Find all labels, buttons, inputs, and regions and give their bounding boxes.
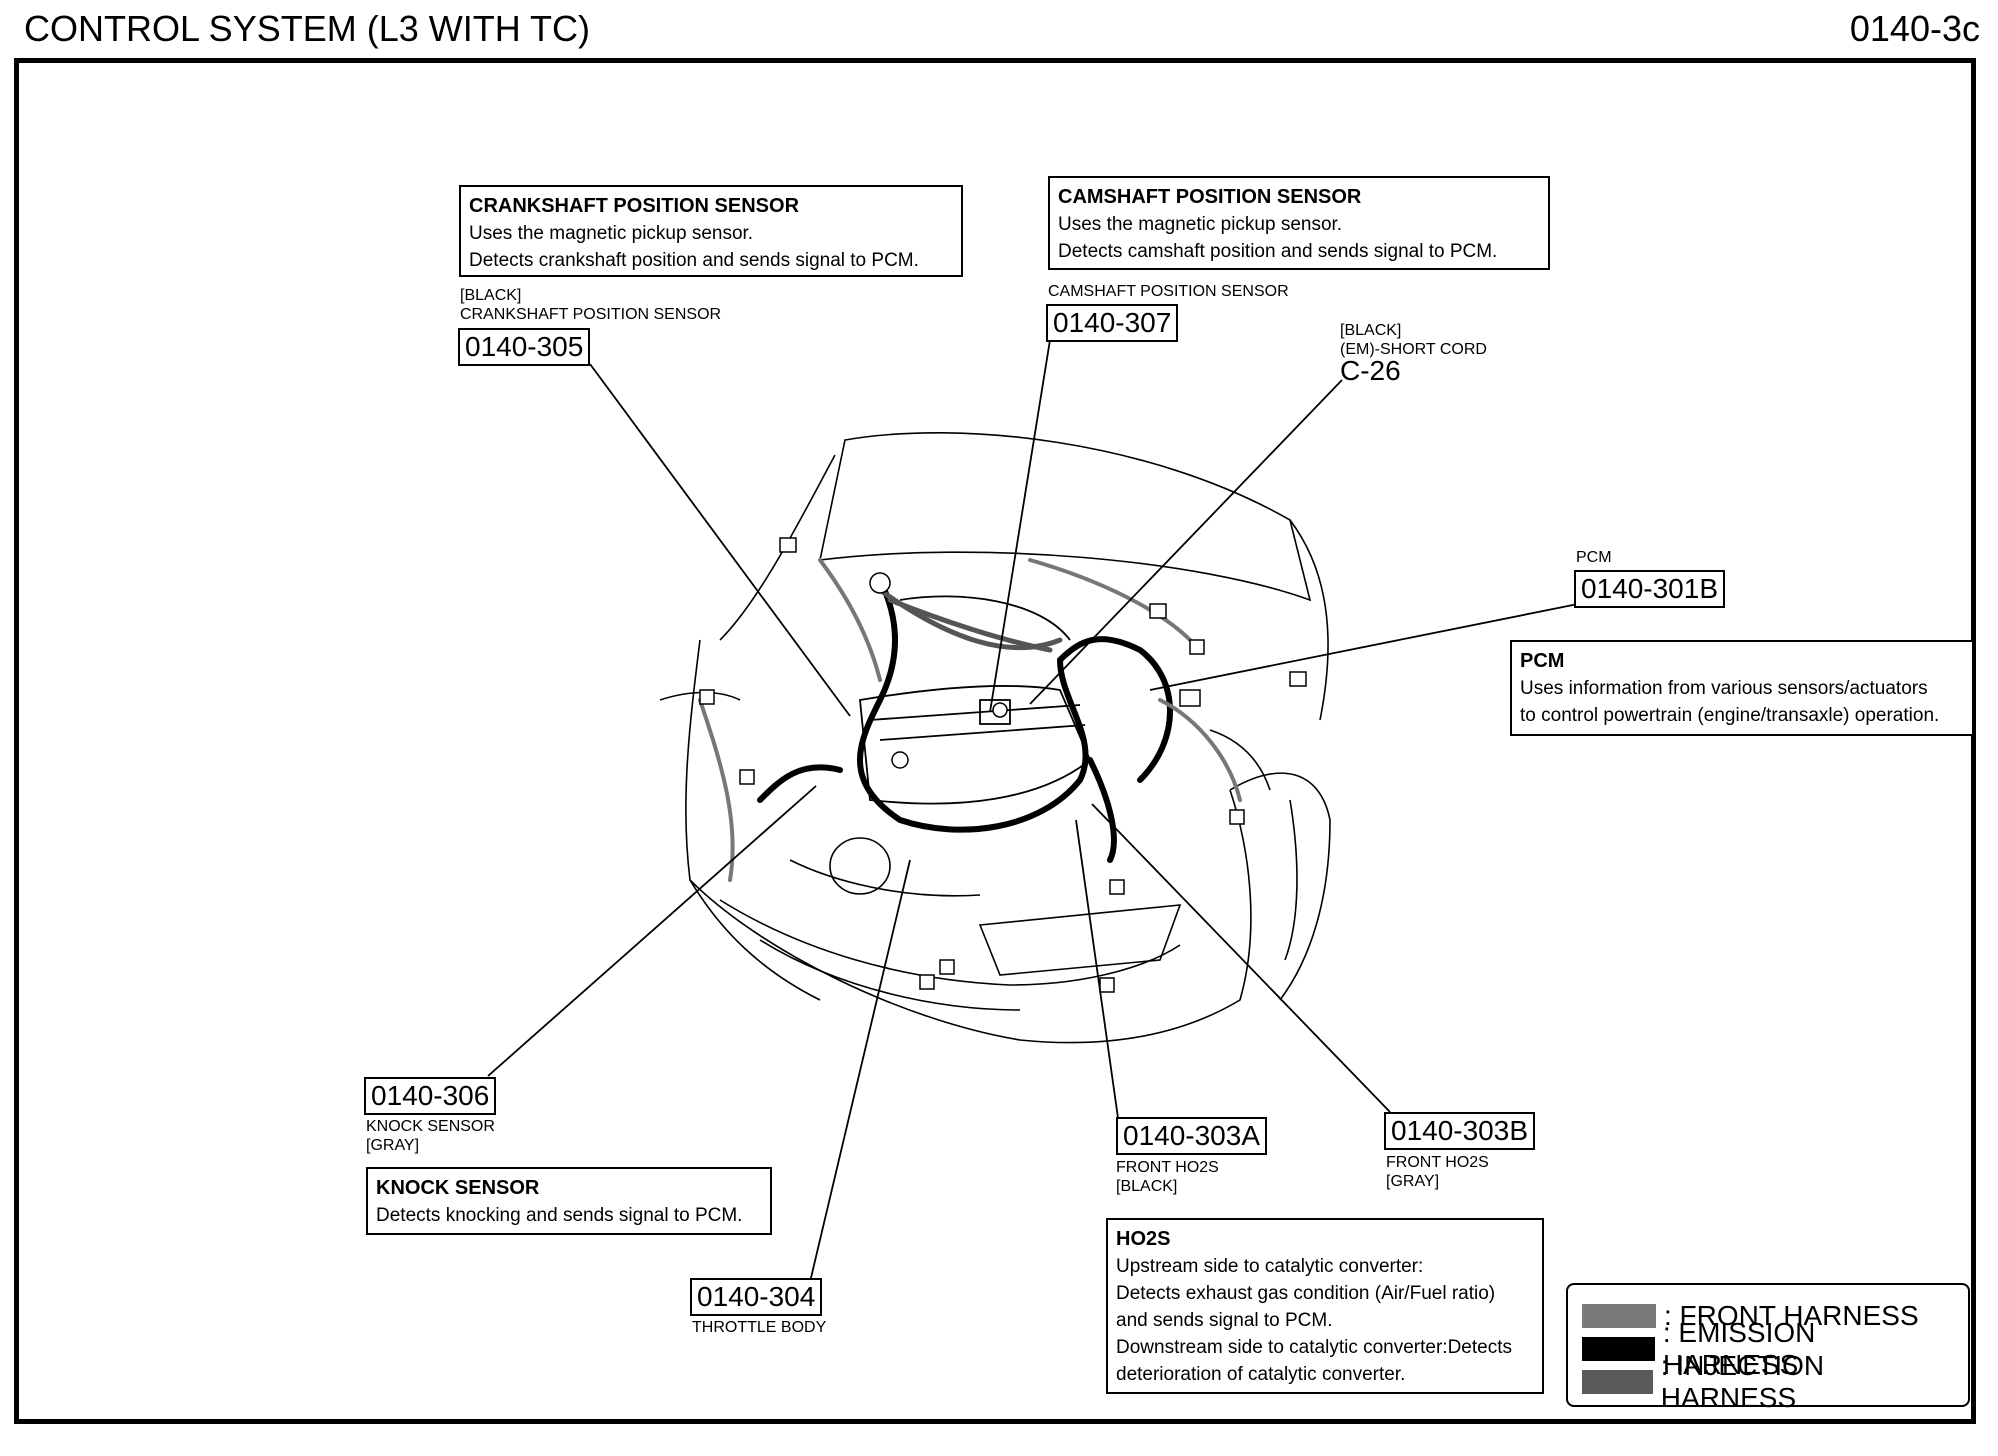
- legend-swatch-emission: [1582, 1336, 1655, 1361]
- crankshaft-description-line: Uses the magnetic pickup sensor.: [469, 223, 754, 244]
- cam-sensor-ref[interactable]: 0140-307: [1046, 304, 1179, 342]
- legend-item: : EMISSION HARNESS: [1582, 1317, 1954, 1380]
- ho2s-description-box: HO2S Upstream side to catalytic converte…: [1106, 1218, 1544, 1394]
- legend-label: : EMISSION HARNESS: [1662, 1316, 1816, 1380]
- knock-description-box: KNOCK SENSOR Detects knocking and sends …: [366, 1167, 772, 1235]
- ho2s-description-title: HO2S: [1116, 1228, 1171, 1250]
- camshaft-description-line: Uses the magnetic pickup sensor.: [1058, 214, 1343, 235]
- leader-short-cord: [1029, 379, 1343, 705]
- ho2s-description-line: Detects exhaust gas condition (Air/Fuel …: [1116, 1283, 1496, 1304]
- engine-block: [859, 684, 1092, 805]
- short-cord-name: (EM)-SHORT CORD: [1340, 341, 1487, 358]
- ho2s-description-line: Upstream side to catalytic converter:: [1116, 1256, 1424, 1277]
- legend-swatch-injection: [1582, 1369, 1653, 1394]
- ho2s-b-ref[interactable]: 0140-303B: [1384, 1112, 1536, 1150]
- leader-camshaft: [989, 339, 1051, 713]
- knock-description-title: KNOCK SENSOR: [376, 1177, 540, 1199]
- crank-sensor-name: CRANKSHAFT POSITION SENSOR: [460, 306, 722, 323]
- pcm-ref[interactable]: 0140-301B: [1574, 570, 1726, 608]
- crank-sensor-ref[interactable]: 0140-305: [458, 328, 591, 366]
- legend-item: : INJECTION HARNESS: [1582, 1350, 1954, 1413]
- ho2s-a-name: FRONT HO2S: [1116, 1159, 1219, 1176]
- crank-sensor-color: [BLACK]: [460, 287, 522, 304]
- leader-pcm: [1149, 603, 1579, 691]
- pcm-description-box: PCM Uses information from various sensor…: [1510, 640, 1974, 736]
- knock-sensor-name: KNOCK SENSOR: [366, 1118, 495, 1135]
- car-body-outline: [685, 639, 1252, 1044]
- camshaft-description-box: CAMSHAFT POSITION SENSOR Uses the magnet…: [1048, 176, 1550, 270]
- pcm-description-title: PCM: [1520, 650, 1565, 672]
- ho2s-b-color: [GRAY]: [1386, 1173, 1440, 1190]
- emission-harness: [857, 577, 1089, 833]
- leader-crankshaft: [589, 363, 851, 717]
- front-harness: [698, 698, 735, 882]
- short-cord-id: C-26: [1340, 355, 1401, 386]
- camshaft-description-title: CAMSHAFT POSITION SENSOR: [1058, 186, 1362, 208]
- legend-label: : FRONT HARNESS: [1664, 1299, 1919, 1331]
- pcm-description-line: to control powertrain (engine/transaxle)…: [1520, 705, 1940, 726]
- ho2s-description-line: and sends signal to PCM.: [1116, 1310, 1333, 1331]
- ho2s-a-ref[interactable]: 0140-303A: [1116, 1117, 1268, 1155]
- leader-throttle: [809, 859, 911, 1283]
- legend-item: : FRONT HARNESS: [1582, 1299, 1954, 1332]
- hood-outline: [818, 431, 1312, 602]
- cam-sensor-name: CAMSHAFT POSITION SENSOR: [1048, 283, 1289, 300]
- diagram-frame: [14, 58, 1976, 1424]
- legend-swatch-front: [1582, 1303, 1656, 1328]
- crankshaft-description-box: CRANKSHAFT POSITION SENSOR Uses the magn…: [459, 185, 963, 277]
- ho2s-description-line: deterioration of catalytic converter.: [1116, 1364, 1406, 1385]
- leader-knock: [487, 785, 817, 1077]
- ho2s-a-color: [BLACK]: [1116, 1178, 1178, 1195]
- knock-sensor-ref[interactable]: 0140-306: [364, 1077, 497, 1115]
- pcm-name: PCM: [1576, 549, 1612, 566]
- camshaft-description-line: Detects camshaft position and sends sign…: [1058, 241, 1498, 262]
- crankshaft-description-line: Detects crankshaft position and sends si…: [469, 250, 919, 271]
- ho2s-description-line: Downstream side to catalytic converter:D…: [1116, 1337, 1512, 1358]
- short-cord-color: [BLACK]: [1340, 322, 1402, 339]
- page-title: CONTROL SYSTEM (L3 WITH TC): [24, 8, 591, 49]
- knock-sensor-color: [GRAY]: [366, 1137, 420, 1154]
- page-code: 0140-3c: [1849, 8, 1980, 49]
- throttle-body-ref[interactable]: 0140-304: [690, 1278, 823, 1316]
- legend-label: : INJECTION HARNESS: [1660, 1349, 1825, 1413]
- leader-ho2s-b: [1091, 803, 1391, 1113]
- crankshaft-description-title: CRANKSHAFT POSITION SENSOR: [469, 195, 800, 217]
- throttle-body-name: THROTTLE BODY: [692, 1319, 827, 1336]
- knock-description-line: Detects knocking and sends signal to PCM…: [376, 1205, 743, 1226]
- harness-legend: : FRONT HARNESS : EMISSION HARNESS : INJ…: [1566, 1283, 1970, 1413]
- pcm-description-line: Uses information from various sensors/ac…: [1520, 678, 1928, 699]
- ho2s-b-name: FRONT HO2S: [1386, 1154, 1489, 1171]
- leader-ho2s-a: [1075, 819, 1119, 1119]
- fog-lamp: [829, 837, 891, 895]
